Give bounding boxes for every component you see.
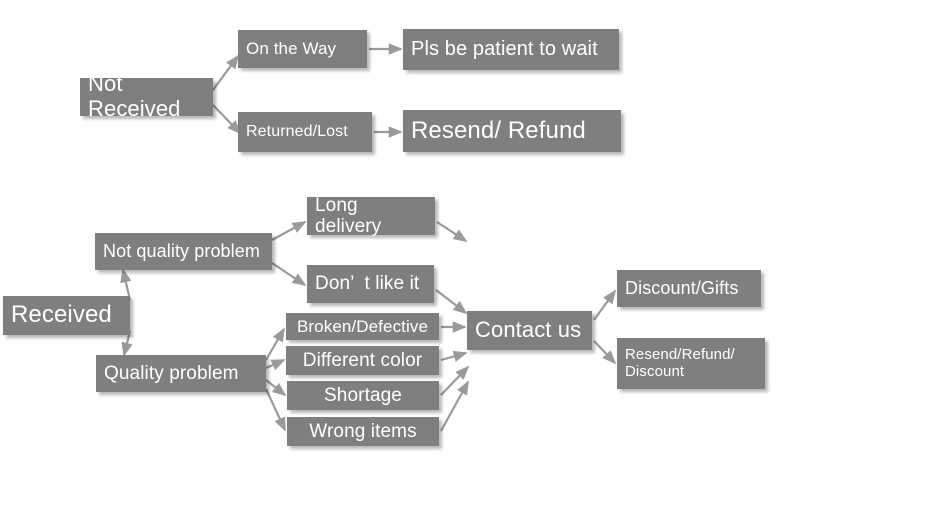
node-received[interactable]: Received xyxy=(3,296,130,335)
node-resend_refund[interactable]: Resend/ Refund xyxy=(403,110,621,152)
edge-quality-to-different_color xyxy=(265,358,286,371)
node-not_quality[interactable]: Not quality problem xyxy=(95,233,272,270)
node-quality[interactable]: Quality problem xyxy=(96,355,266,392)
node-resend_refund_dc[interactable]: Resend/Refund/ Discount xyxy=(617,338,765,389)
node-broken_defective[interactable]: Broken/Defective xyxy=(286,313,439,340)
edge-not_quality-to-long_delivery xyxy=(271,221,307,241)
edge-contact_us-to-discount_gifts xyxy=(593,289,617,321)
edge-not_received-to-returned_lost xyxy=(212,104,242,135)
node-pls_be_patient[interactable]: Pls be patient to wait xyxy=(403,29,619,70)
edge-long_delivery-to-contact_us xyxy=(436,221,468,242)
edge-quality-to-wrong_items xyxy=(265,388,286,432)
edge-contact_us-to-resend_refund_dc xyxy=(593,340,617,365)
edge-different_color-to-contact_us xyxy=(440,350,468,362)
edge-dont_like_it-to-contact_us xyxy=(435,289,468,315)
node-dont_like_it[interactable]: Don’ t like it xyxy=(307,265,434,303)
edge-not_quality-to-dont_like_it xyxy=(271,262,307,286)
edge-wrong_items-to-contact_us xyxy=(440,380,469,432)
node-returned_lost[interactable]: Returned/Lost xyxy=(238,112,372,152)
node-long_delivery[interactable]: Long delivery xyxy=(307,195,435,237)
node-shortage[interactable]: Shortage xyxy=(287,381,439,410)
node-not_received[interactable]: Not Received xyxy=(80,72,213,121)
node-on_the_way[interactable]: On the Way xyxy=(238,30,367,68)
edge-quality-to-broken_defective xyxy=(265,327,285,361)
node-discount_gifts[interactable]: Discount/Gifts xyxy=(617,270,761,307)
edge-quality-to-shortage xyxy=(265,379,287,397)
node-wrong_items[interactable]: Wrong items xyxy=(287,417,439,446)
node-different_color[interactable]: Different color xyxy=(286,346,439,375)
node-contact_us[interactable]: Contact us xyxy=(467,311,592,350)
edge-not_received-to-on_the_way xyxy=(212,54,240,91)
edge-shortage-to-contact_us xyxy=(440,365,470,396)
